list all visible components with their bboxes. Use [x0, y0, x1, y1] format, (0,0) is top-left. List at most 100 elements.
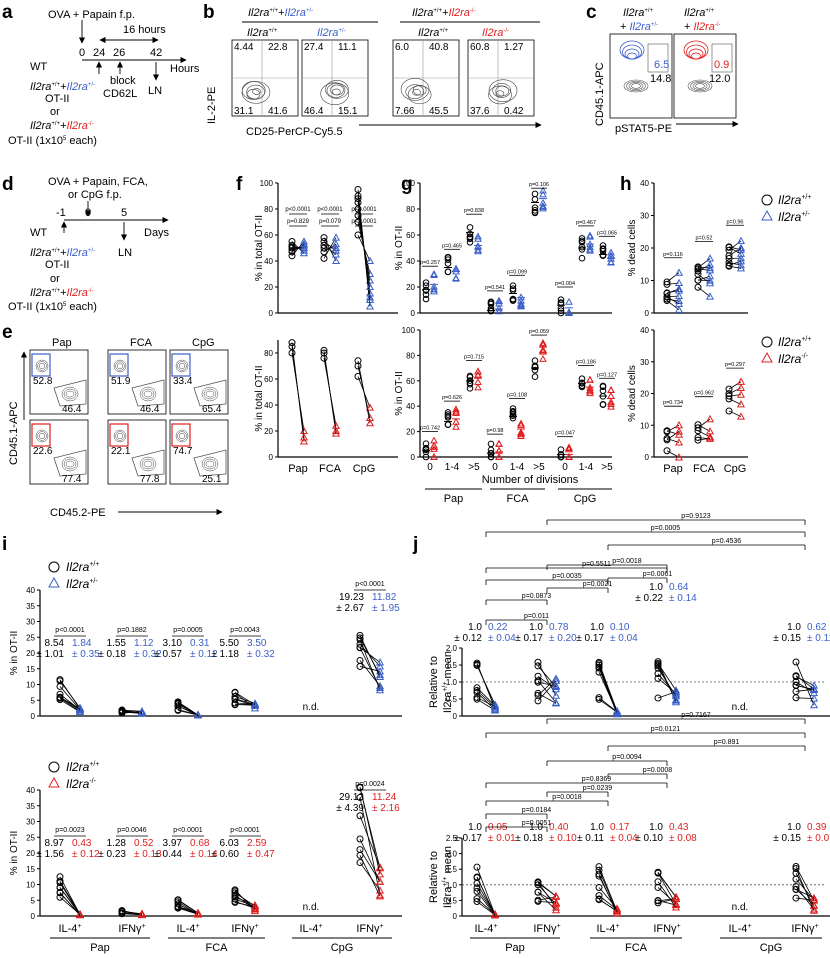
sem-mut: ± 0.11 [807, 633, 830, 644]
data-point-circle [578, 246, 586, 253]
data-point-circle [56, 888, 64, 896]
contour [626, 80, 646, 92]
mean-wt: 1.0 [468, 622, 482, 633]
data-point-triangle [48, 576, 60, 588]
i-ylabel: % in OT-II [9, 631, 20, 675]
h-ylabel: % dead cells [627, 220, 638, 277]
data-point-triangle [671, 899, 681, 908]
data-point-triangle [565, 297, 573, 305]
data-point-triangle [607, 402, 615, 410]
p-value: p<0.0001 [351, 219, 377, 225]
sem-mut: ± 0.14 [190, 849, 218, 860]
paired-line [59, 892, 81, 916]
paired-line [598, 667, 618, 715]
p-value: p=0.0873 [522, 593, 551, 600]
data-point-circle [531, 207, 539, 214]
data-point-triangle [75, 910, 85, 919]
gate-value: 46.4 [140, 404, 160, 415]
paired-line [697, 424, 711, 432]
sem-wt: ± 0.23 [98, 849, 126, 860]
y-tick-label: 10 [640, 421, 649, 430]
data-point-triangle [586, 231, 594, 239]
y-tick-label: 60 [406, 231, 415, 240]
data-point-triangle [565, 452, 573, 460]
data-point-circle [356, 812, 364, 820]
data-point-circle [288, 339, 296, 347]
data-point-circle [654, 869, 662, 877]
data-point-circle [354, 362, 362, 370]
svg-text:Il2ra+/++Il2ra-/-: Il2ra+/++Il2ra-/- [30, 287, 94, 299]
sem-wt: ± 0.18 [98, 649, 126, 660]
data-point-circle [174, 702, 182, 710]
data-point-triangle [137, 910, 147, 919]
category-sup: + [195, 923, 199, 930]
paired-line [59, 696, 81, 709]
category-text: IFNγ [791, 923, 815, 935]
x-category: IL-4+ [474, 923, 497, 935]
data-point-triangle [705, 276, 715, 284]
data-point-triangle [736, 243, 746, 252]
paired-line [359, 786, 381, 875]
paired-line [177, 907, 199, 915]
p-value: p=0.9123 [681, 513, 710, 520]
data-point-triangle [586, 385, 594, 393]
sem-mut: ± 0.12 [72, 849, 100, 860]
a-block2: CD62L [103, 88, 137, 100]
gate-value: 51.9 [111, 376, 131, 387]
data-point-triangle [736, 256, 746, 265]
mean-wt: 29.12 [339, 792, 364, 803]
data-point-circle [354, 231, 362, 239]
quadrant-value: 11.1 [338, 42, 357, 53]
data-point-circle [288, 252, 296, 260]
paired-line [666, 450, 680, 458]
data-point-triangle [539, 190, 547, 198]
contour [241, 81, 271, 104]
p-value: p=0.108 [507, 393, 527, 399]
contour [326, 83, 346, 98]
paired-line [357, 360, 371, 424]
group-label: Pap [90, 942, 110, 954]
data-point-circle [694, 436, 702, 444]
y-tick-label: 1.0 [446, 678, 458, 687]
panel-label-h: h [620, 174, 632, 195]
ylabel-text: Il2ra [442, 886, 454, 908]
y-tick-label: 35 [26, 802, 35, 811]
data-point-triangle [517, 430, 525, 438]
p-value: p<0.0001 [317, 207, 343, 213]
paired-line [234, 698, 256, 707]
ylabel-sup: +/+ [442, 682, 449, 692]
data-point-triangle [299, 239, 309, 248]
legend-sup: -/- [89, 778, 96, 785]
contour [115, 431, 125, 441]
data-point-triangle [736, 260, 746, 269]
p-value: p=0.059 [529, 329, 549, 335]
data-point-circle [578, 375, 586, 383]
quadrant-value: 1.27 [504, 42, 524, 53]
contour [35, 359, 49, 373]
data-point-circle [534, 896, 542, 904]
data-point-triangle [331, 256, 341, 265]
panel-label-e: e [2, 322, 13, 343]
legend-label: Il2ra+/- [66, 577, 98, 591]
data-point-circle [578, 254, 586, 262]
x-category: FCA [693, 463, 716, 475]
data-point-circle [663, 447, 671, 455]
data-point-circle [694, 421, 702, 429]
p-value: p=0.0018 [612, 558, 641, 565]
category-text: IFNγ [356, 923, 380, 935]
c-ylabel: CD45.1-APC [594, 62, 606, 126]
contour [627, 52, 637, 60]
y-tick-label: 0 [269, 309, 274, 318]
data-point-circle [487, 440, 495, 448]
category-sup: + [380, 923, 384, 930]
svg-text:WT: WT [30, 227, 47, 239]
data-point-triangle [137, 909, 147, 917]
contour [139, 386, 157, 402]
contour [405, 84, 425, 99]
contour [141, 458, 155, 470]
contour [624, 48, 640, 60]
data-point-triangle [299, 243, 309, 252]
legend-text: Il2ra [66, 577, 90, 591]
p-value: p=0.0018 [552, 794, 581, 801]
